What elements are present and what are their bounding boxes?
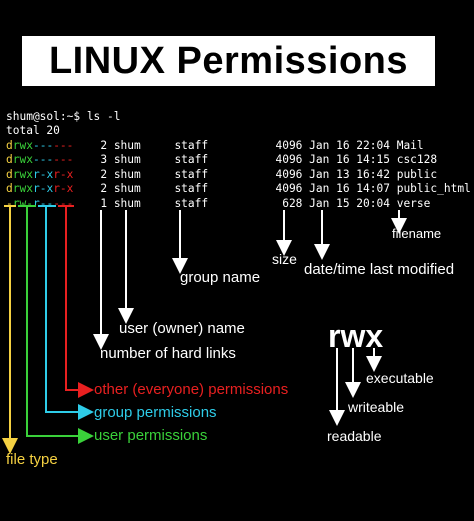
label-hard-links: number of hard links: [100, 345, 236, 362]
listing-row: drwx------ 3 shum staff 4096 Jan 16 14:1…: [6, 153, 437, 167]
title-banner: LINUX Permissions: [22, 36, 435, 86]
other-perm-arrow: [58, 205, 86, 390]
file-type-char: d: [6, 153, 13, 167]
row-details: 2 shum staff 4096 Jan 13 16:42 public: [73, 167, 438, 181]
label-group-name: group name: [180, 269, 261, 286]
listing-row: drwxr-xr-x 2 shum staff 4096 Jan 16 14:0…: [6, 182, 471, 196]
other-perm-chars: ---: [53, 139, 74, 152]
label-size: size: [272, 251, 297, 267]
user-perm-chars: rwx: [12, 167, 33, 181]
listing-row: drwx------ 2 shum staff 4096 Jan 16 22:0…: [6, 139, 424, 153]
label-writeable: writeable: [348, 399, 405, 415]
group-perm-arrow: [38, 205, 86, 412]
other-perm-chars: r-x: [53, 182, 74, 196]
group-perm-chars: ---: [32, 139, 54, 152]
file-type-char: -: [6, 196, 13, 210]
label-user-name: user (owner) name: [119, 320, 245, 337]
listing-row: -rw-r----- 1 shum staff 628 Jan 15 20:04…: [6, 197, 430, 211]
label-group-perm: group permissions: [94, 404, 217, 421]
group-perm-chars: r-x: [32, 167, 54, 181]
user-perm-arrow: [18, 205, 86, 436]
page-title: LINUX Permissions: [48, 39, 409, 82]
rwx-heading: rwx: [328, 318, 384, 354]
label-readable: readable: [327, 428, 382, 444]
terminal-total: total 20: [6, 124, 60, 137]
row-details: 2 shum staff 4096 Jan 16 14:07 public_ht…: [73, 182, 471, 196]
other-perm-chars: r-x: [53, 167, 74, 181]
label-filename: filename: [392, 226, 442, 241]
row-details: 2 shum staff 4096 Jan 16 22:04 Mail: [73, 139, 424, 152]
label-executable: executable: [366, 370, 434, 386]
label-other-perm: other (everyone) permissions: [94, 381, 289, 398]
listing-row: drwxr-xr-x 2 shum staff 4096 Jan 13 16:4…: [6, 168, 437, 182]
file-type-char: d: [6, 139, 13, 152]
group-perm-chars: r-x: [32, 182, 54, 196]
file-type-char: d: [6, 167, 13, 181]
terminal-prompt: shum@sol:~$ ls -l: [6, 110, 121, 123]
label-datetime: date/time last modified: [304, 261, 455, 278]
user-perm-chars: rwx: [12, 153, 33, 167]
other-perm-chars: ---: [53, 153, 74, 167]
user-perm-chars: rwx: [12, 182, 33, 196]
label-user-perm: user permissions: [94, 427, 208, 444]
label-file-type: file type: [6, 451, 58, 468]
row-details: 1 shum staff 628 Jan 15 20:04 verse: [73, 196, 431, 210]
file-type-arrow: [4, 205, 16, 446]
file-type-char: d: [6, 182, 13, 196]
group-perm-chars: ---: [32, 153, 54, 167]
user-perm-chars: rwx: [12, 139, 33, 152]
row-details: 3 shum staff 4096 Jan 16 14:15 csc128: [73, 153, 438, 167]
